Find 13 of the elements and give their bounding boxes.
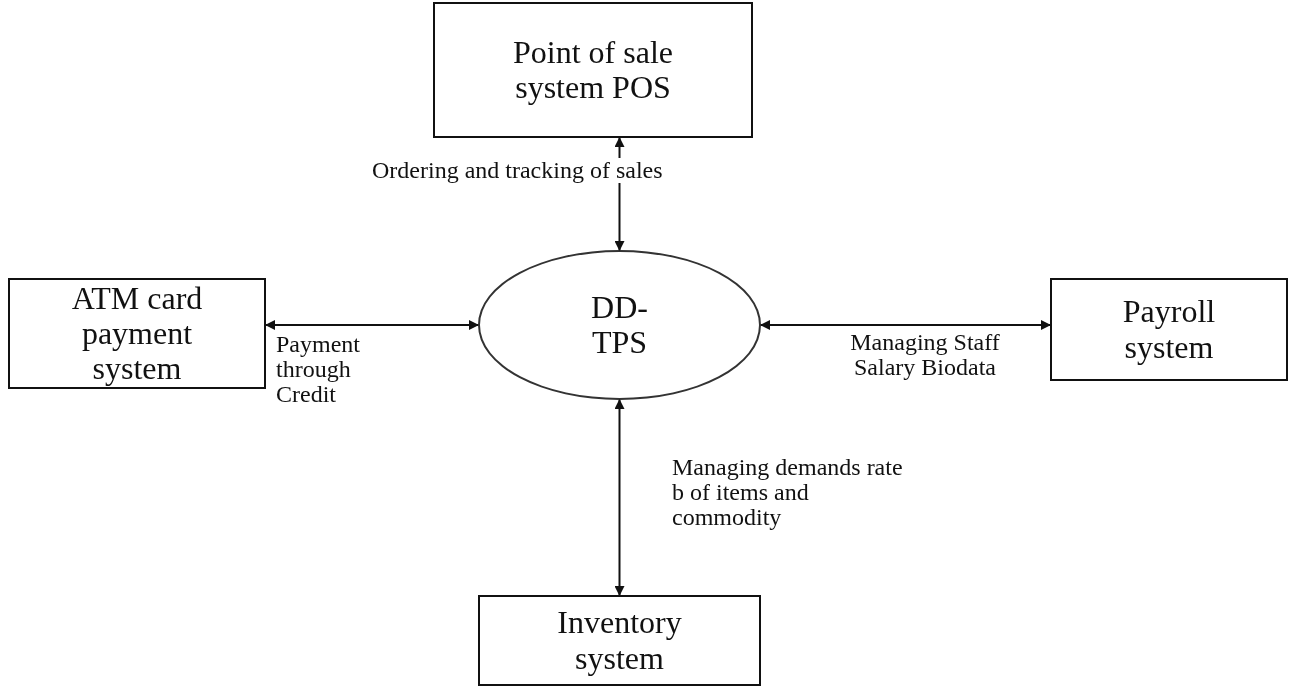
node-label: Point of sale system POS: [512, 34, 674, 106]
entity-box: [478, 595, 761, 686]
arrow: [614, 399, 625, 596]
node-label: Inventory system: [556, 605, 683, 676]
node-label: DD-TPS: [590, 289, 649, 361]
entity-box: [1050, 278, 1288, 381]
arrow: [265, 320, 479, 330]
entity-box: [433, 2, 753, 138]
edge-label: Ordering and tracking of sales: [372, 158, 663, 184]
node-label: Payroll system: [1121, 294, 1217, 365]
arrow: [760, 320, 1051, 330]
node-label: ATM card payment system: [70, 280, 204, 387]
entity-box: [8, 278, 266, 389]
